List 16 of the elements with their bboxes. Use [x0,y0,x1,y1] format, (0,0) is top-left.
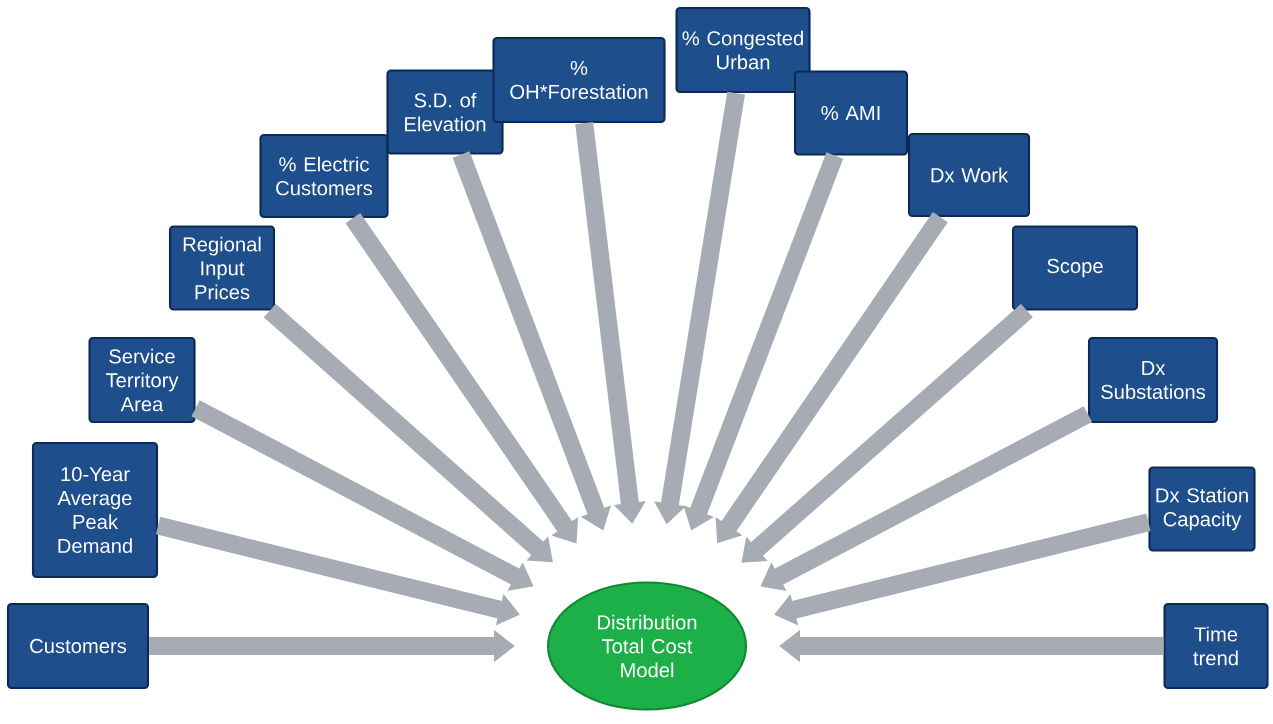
input-box: Dx Substations [1087,336,1219,424]
input-box: Regional Input Prices [168,225,276,311]
input-box: % AMI [793,70,909,156]
input-box: 10-Year Average Peak Demand [31,441,159,579]
input-box: Dx Station Capacity [1148,466,1256,552]
input-box: Customers [6,602,150,690]
input-box: Time trend [1163,602,1269,690]
arrow [263,303,553,563]
input-box: S.D. of Elevation [386,69,504,155]
input-box: Service Territory Area [88,336,196,424]
input-box: % Congested Urban [675,6,811,94]
input-box: Dx Work [907,132,1031,218]
input-box: % OH*Forestation [492,36,666,124]
ellipse-node: Distribution Total Cost Model [546,581,748,711]
input-box: Scope [1011,225,1139,311]
input-box: % Electric Customers [259,133,389,219]
